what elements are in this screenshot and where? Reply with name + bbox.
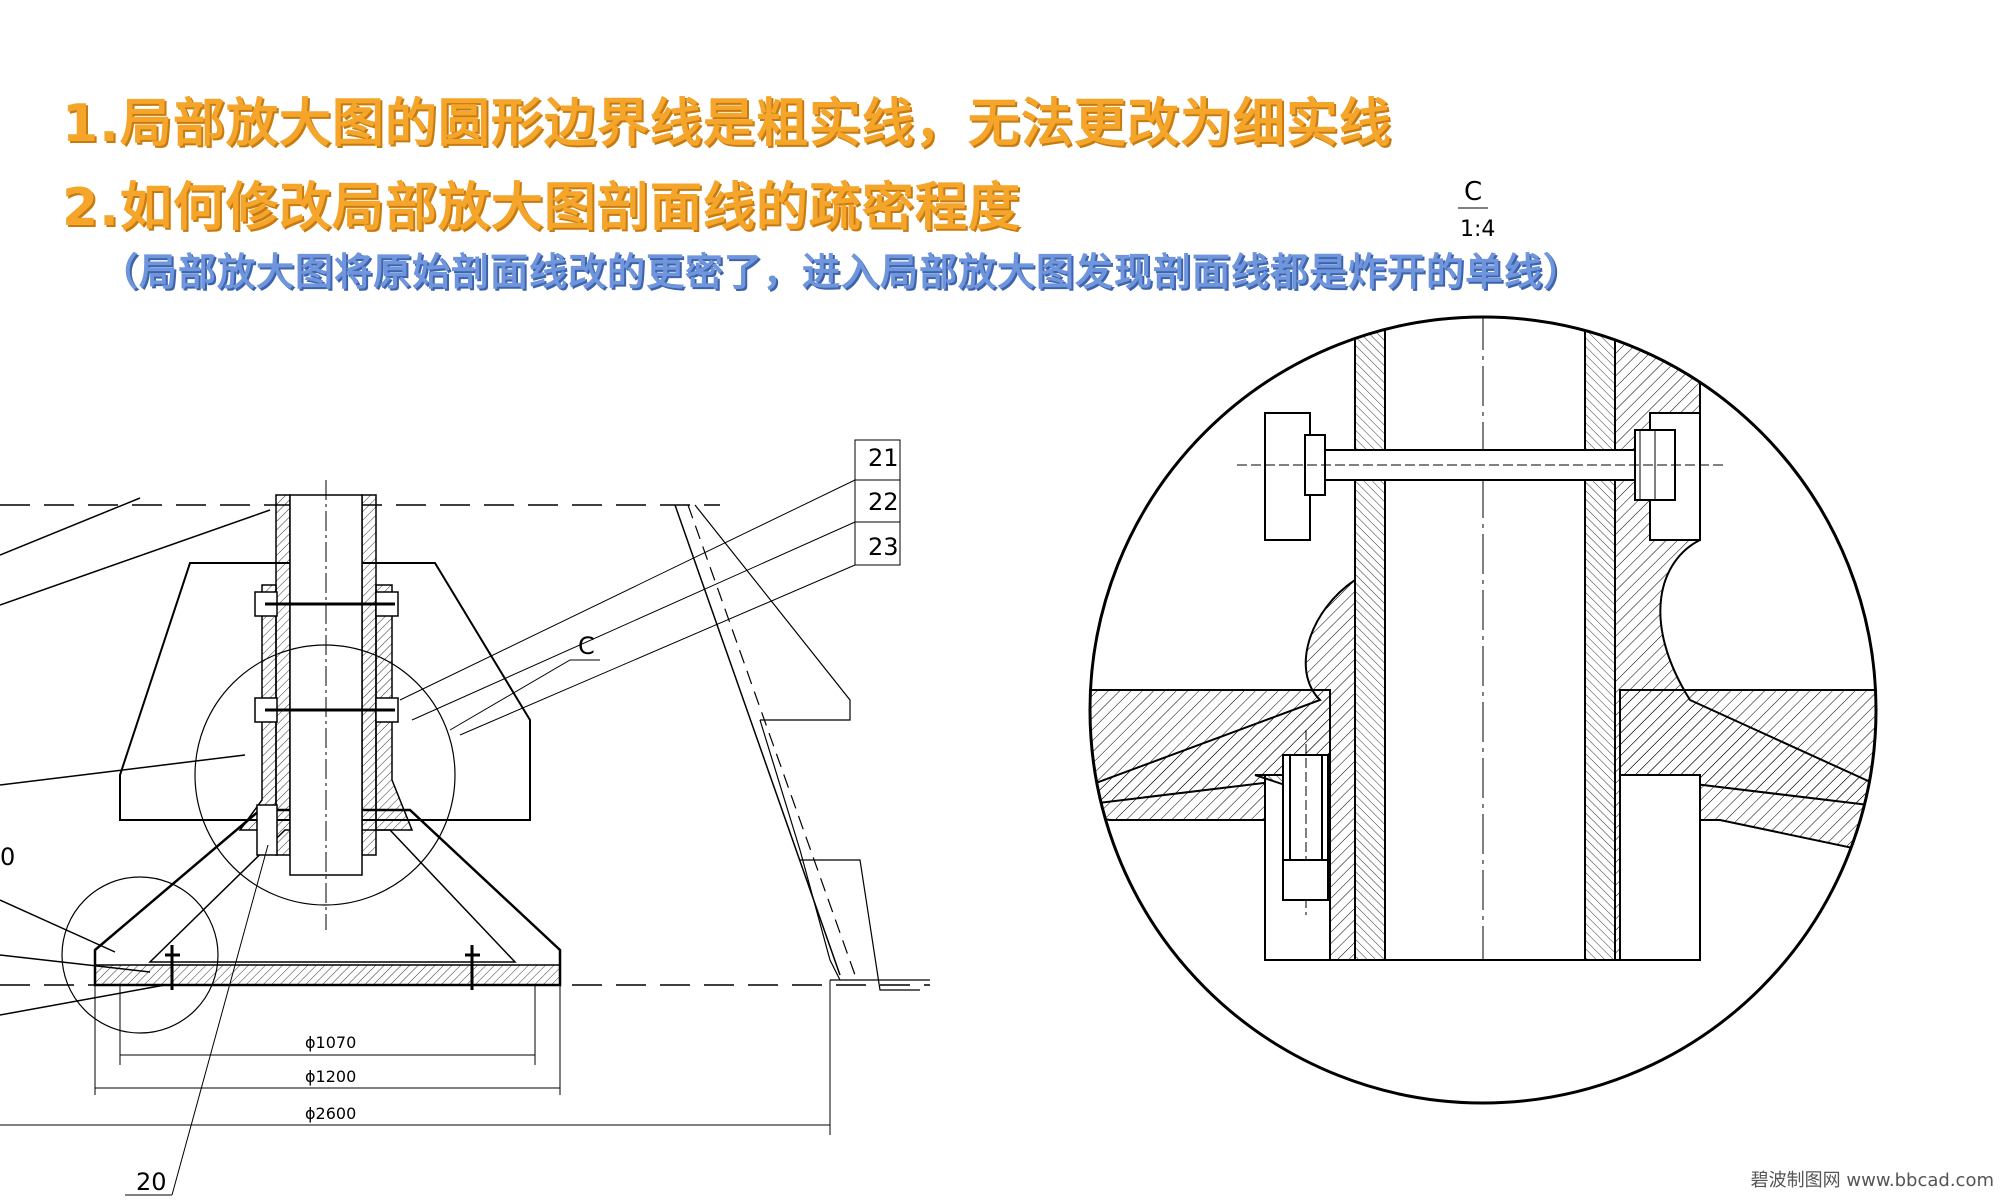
callout-20: 20 bbox=[136, 1168, 167, 1196]
dim-2600: ϕ2600 bbox=[305, 1104, 356, 1123]
assembly-view bbox=[0, 439, 930, 1196]
callout-21: 21 bbox=[868, 444, 899, 472]
detail-c-view bbox=[1090, 317, 1876, 961]
callout-22: 22 bbox=[868, 488, 899, 516]
dim-1200: ϕ1200 bbox=[305, 1067, 356, 1086]
detail-scale: 1:4 bbox=[1460, 217, 1495, 242]
detail-label: C bbox=[1464, 177, 1482, 207]
callout-23: 23 bbox=[868, 533, 899, 561]
dim-1070: ϕ1070 bbox=[305, 1033, 356, 1052]
heading-line-3: （局部放大图将原始剖面线改的更密了，进入局部放大图发现剖面线都是炸开的单线） bbox=[100, 250, 1583, 294]
watermark: 碧波制图网 www.bbcad.com bbox=[1750, 1170, 1994, 1191]
heading-line-2: 2.如何修改局部放大图剖面线的疏密程度 bbox=[62, 178, 1021, 238]
detail-boundary-circle bbox=[1088, 315, 1878, 1105]
callout-left-cut: 0 bbox=[0, 843, 15, 871]
detail-c-ref: C bbox=[578, 632, 595, 660]
heading-line-1: 1.局部放大图的圆形边界线是粗实线，无法更改为细实线 bbox=[62, 94, 1392, 154]
